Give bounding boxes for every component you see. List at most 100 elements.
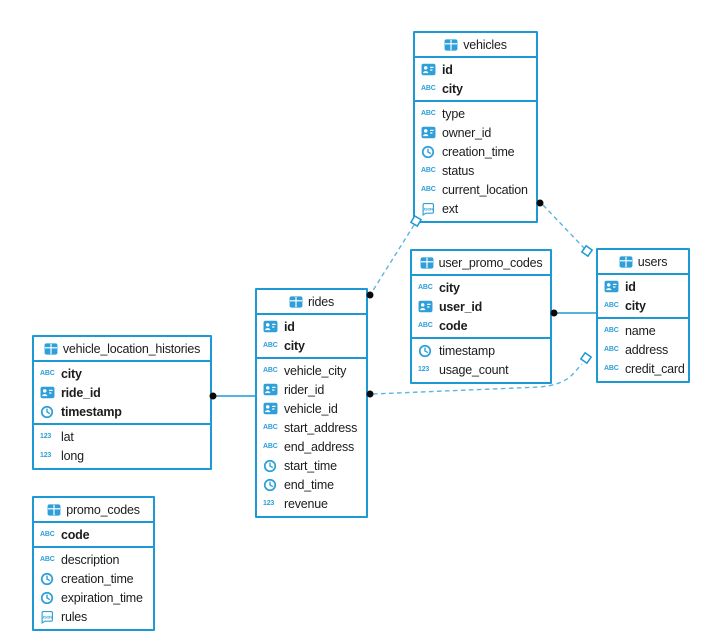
column-name: revenue	[284, 496, 328, 511]
column-row: id	[415, 60, 536, 79]
column-name: type	[442, 106, 465, 121]
table-header: users	[598, 250, 688, 275]
relation-line-vehicles-rides	[371, 224, 415, 293]
table-header: promo_codes	[34, 498, 153, 523]
column-row: ABC vehicle_city	[257, 361, 366, 380]
column-name: timestamp	[439, 343, 495, 358]
column-row: ride_id	[34, 383, 210, 402]
text-type-icon: ABC	[604, 365, 619, 372]
uuid-type-icon	[421, 126, 438, 139]
column-name: city	[284, 338, 305, 353]
text-type-icon: ABC	[421, 110, 436, 117]
column-name: creation_time	[442, 144, 515, 159]
column-name: code	[61, 527, 90, 542]
column-name: name	[625, 323, 656, 338]
column-name: address	[625, 342, 669, 357]
table-header: vehicle_location_histories	[34, 337, 210, 362]
column-name: end_address	[284, 439, 355, 454]
time-type-icon	[40, 405, 57, 419]
time-type-icon	[40, 572, 57, 586]
table-header: user_promo_codes	[412, 251, 550, 276]
table-icon	[44, 342, 59, 355]
columns-section: 123 lat 123 long	[34, 425, 210, 468]
relation-line-vehicles-users	[542, 204, 585, 249]
column-row: start_time	[257, 456, 366, 475]
number-type-icon: 123	[40, 452, 52, 459]
column-name: vehicle_id	[284, 401, 338, 416]
uuid-type-icon	[263, 402, 280, 415]
text-type-icon: ABC	[421, 186, 436, 193]
column-name: usage_count	[439, 362, 509, 377]
table-title: vehicles	[463, 37, 507, 52]
json-type-icon: JSON	[421, 202, 438, 216]
uuid-type-icon	[421, 63, 438, 76]
column-name: rider_id	[284, 382, 325, 397]
table-icon	[420, 256, 435, 269]
time-type-icon	[263, 478, 280, 492]
column-row: ABC city	[257, 336, 366, 355]
column-name: end_time	[284, 477, 334, 492]
time-type-icon	[263, 459, 280, 473]
column-row: ABC type	[415, 104, 536, 123]
column-row: 123 long	[34, 446, 210, 465]
column-name: status	[442, 163, 475, 178]
text-type-icon: ABC	[604, 346, 619, 353]
table-icon	[47, 503, 62, 516]
text-type-icon: ABC	[40, 556, 55, 563]
time-type-icon	[421, 145, 438, 159]
table-icon	[619, 255, 634, 268]
column-row: expiration_time	[34, 588, 153, 607]
column-name: rules	[61, 609, 88, 624]
text-type-icon: ABC	[421, 85, 436, 92]
column-row: user_id	[412, 297, 550, 316]
column-name: creation_time	[61, 571, 134, 586]
text-type-icon: ABC	[604, 302, 619, 309]
column-row: id	[257, 317, 366, 336]
text-type-icon: ABC	[263, 367, 278, 374]
column-row: owner_id	[415, 123, 536, 142]
table-header: vehicles	[415, 33, 536, 58]
column-name: id	[625, 279, 636, 294]
column-row: ABC address	[598, 340, 688, 359]
column-name: lat	[61, 429, 74, 444]
column-name: city	[439, 280, 460, 295]
text-type-icon: ABC	[418, 284, 433, 291]
column-name: long	[61, 448, 84, 463]
column-name: owner_id	[442, 125, 492, 140]
uuid-type-icon	[418, 300, 435, 313]
table-title: vehicle_location_histories	[62, 341, 201, 356]
svg-text:JSON: JSON	[423, 207, 433, 211]
text-type-icon: ABC	[604, 327, 619, 334]
text-type-icon: ABC	[263, 342, 278, 349]
column-row: creation_time	[34, 569, 153, 588]
column-row: creation_time	[415, 142, 536, 161]
text-type-icon: ABC	[263, 443, 278, 450]
column-name: vehicle_city	[284, 363, 347, 378]
table-icon	[289, 295, 304, 308]
column-row: ABC name	[598, 321, 688, 340]
table-header: rides	[257, 290, 366, 315]
uuid-type-icon	[604, 280, 621, 293]
